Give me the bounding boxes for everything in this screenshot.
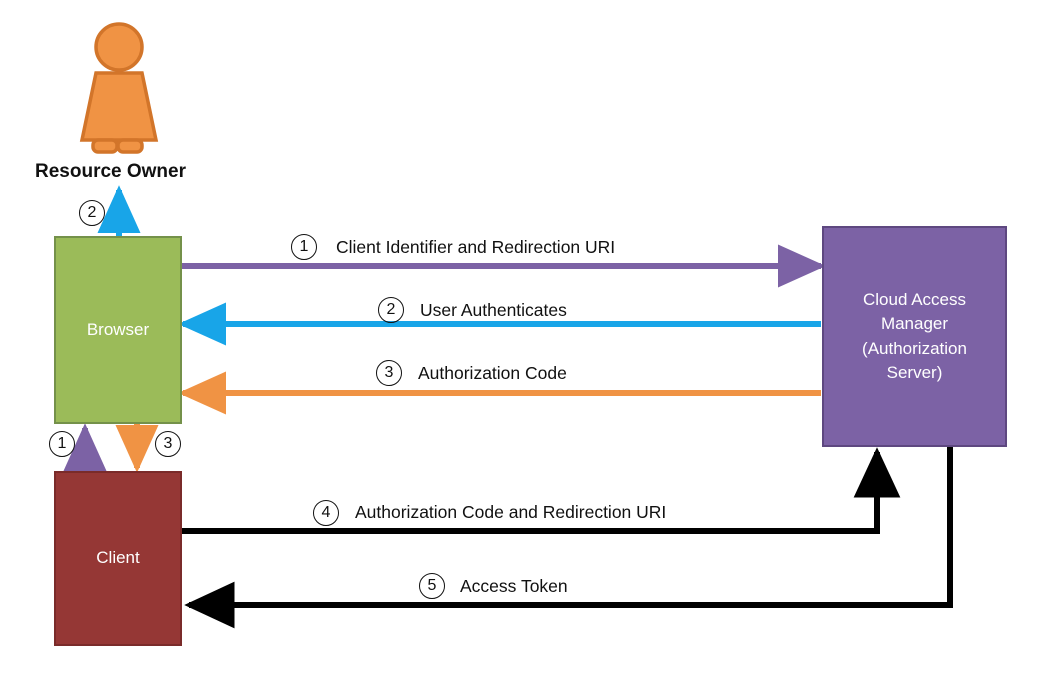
step-badge-1: 1: [291, 234, 317, 260]
step-badge-5: 5: [419, 573, 445, 599]
person-foot-left-icon: [91, 138, 119, 154]
connector-flow-4: [182, 447, 901, 534]
step-badge-4: 4: [313, 500, 339, 526]
badge-browser-to-client: 3: [155, 431, 181, 457]
node-cam-label-line-2: Manager: [880, 314, 949, 334]
flow-label-1: Client Identifier and Redirection URI: [336, 237, 616, 257]
connector-flow-5: [184, 447, 953, 629]
flow-label-3: Authorization Code: [418, 363, 567, 383]
node-client-label: Client: [96, 548, 140, 568]
flow-label-5: Access Token: [460, 576, 568, 596]
flow-label-4: Authorization Code and Redirection URI: [355, 502, 667, 522]
node-cam-label-line-1: Cloud Access: [863, 290, 966, 310]
node-browser-label: Browser: [86, 319, 150, 339]
person-head-icon: [94, 22, 144, 72]
node-client[interactable]: Client: [54, 471, 182, 646]
person-foot-right-icon: [116, 138, 144, 154]
node-browser[interactable]: Browser: [54, 236, 182, 424]
node-cam-label-line-3: (Authorization: [862, 338, 967, 358]
person-body-icon: [79, 71, 159, 142]
step-badge-2: 2: [378, 297, 404, 323]
badge-client-to-browser: 1: [49, 431, 75, 457]
node-cam-label-line-4: Server): [886, 362, 943, 382]
node-cloud-access-manager[interactable]: Cloud Access Manager (Authorization Serv…: [822, 226, 1007, 447]
step-badge-3: 3: [376, 360, 402, 386]
resource-owner-label: Resource Owner: [35, 161, 186, 182]
badge-browser-to-resource-owner: 2: [79, 200, 105, 226]
flow-label-2: User Authenticates: [420, 300, 567, 320]
